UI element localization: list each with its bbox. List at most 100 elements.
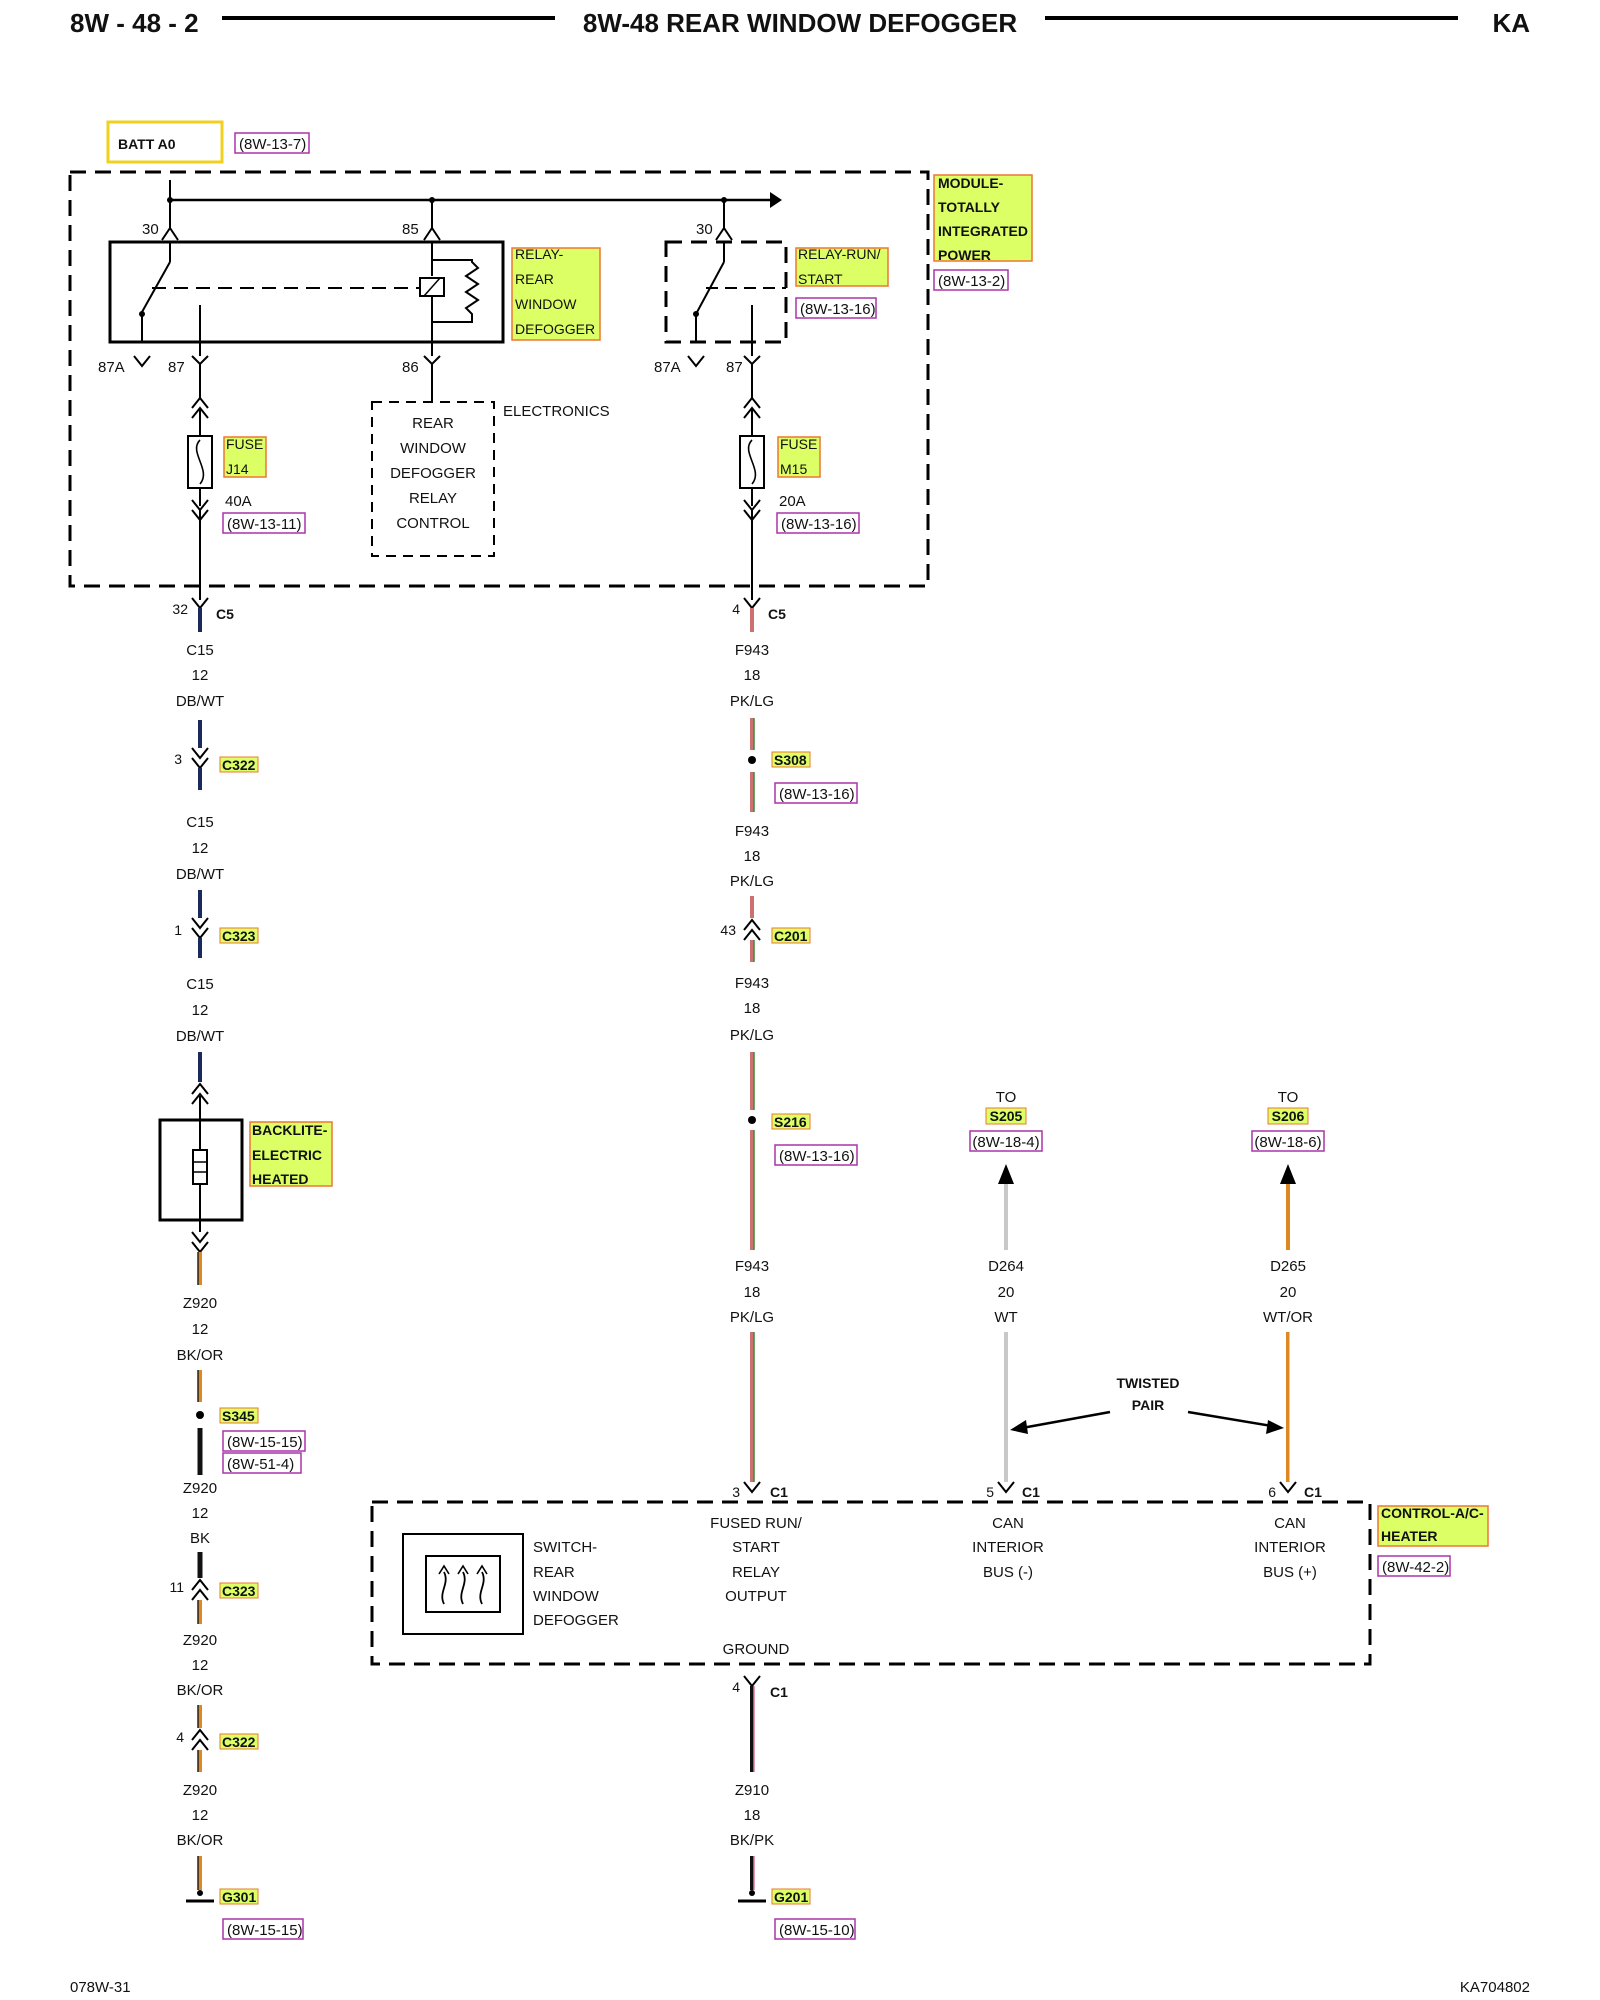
lw1-color: DB/WT xyxy=(176,693,224,710)
defog-pin-86: 86 xyxy=(402,359,419,376)
tipm-name-3: INTEGRATED xyxy=(938,223,1028,239)
s216-splice xyxy=(748,1116,756,1124)
s345-ref-1[interactable]: (8W-15-15) xyxy=(227,1434,303,1451)
s308-conn: S308 xyxy=(774,752,807,768)
hvac-ref-box[interactable] xyxy=(1377,1555,1451,1577)
c322b-bg xyxy=(219,1733,259,1750)
ground-label: GROUND xyxy=(723,1641,790,1658)
s206-bg xyxy=(1267,1107,1309,1125)
footer-left: 078W-31 xyxy=(70,1979,131,1996)
can-plus-wire-gauge: 20 xyxy=(1280,1284,1297,1301)
g301-ref-box[interactable] xyxy=(222,1918,304,1940)
s205-ref-box[interactable] xyxy=(969,1130,1043,1152)
switch-line-3: WINDOW xyxy=(533,1588,600,1605)
rs-87a-chevron xyxy=(687,355,705,368)
c322a-pin: 3 xyxy=(174,751,182,767)
c322a-chevrons xyxy=(191,747,209,770)
switch-line-4: DEFOGGER xyxy=(533,1612,619,1629)
can-plus-desc-2: INTERIOR xyxy=(1254,1539,1326,1556)
lw7-id: Z920 xyxy=(183,1782,217,1799)
rs-ref[interactable]: (8W-13-16) xyxy=(800,301,876,318)
s345-ref2-box[interactable] xyxy=(222,1452,302,1474)
can-plus-ref[interactable]: (8W-18-6) xyxy=(1254,1134,1321,1151)
s205-bg xyxy=(985,1107,1027,1125)
lw4-color: BK/OR xyxy=(177,1347,224,1364)
defog-wave-1 xyxy=(441,1571,447,1605)
lw2-color: DB/WT xyxy=(176,866,224,883)
can-minus-ref[interactable]: (8W-18-4) xyxy=(972,1134,1039,1151)
c1-conn3: C1 xyxy=(770,1484,788,1500)
elec-line-2: WINDOW xyxy=(400,440,467,457)
electronics-box xyxy=(371,401,495,557)
hvac-label-bg xyxy=(1377,1505,1489,1547)
s345-ref-2[interactable]: (8W-51-4) xyxy=(227,1456,294,1473)
can-minus-arrow-icon xyxy=(998,1164,1014,1184)
hvac-ref[interactable]: (8W-42-2) xyxy=(1382,1559,1449,1576)
defog-pin-30: 30 xyxy=(142,221,159,238)
tipm-ref[interactable]: (8W-13-2) xyxy=(938,273,1005,290)
rs-pin-30-chevron xyxy=(715,226,733,241)
lw3-color: DB/WT xyxy=(176,1028,224,1045)
can-plus-to: TO xyxy=(1278,1089,1299,1106)
s216-ref[interactable]: (8W-13-16) xyxy=(779,1148,855,1165)
c5-left-pin: 32 xyxy=(172,601,188,617)
c201-conn: C201 xyxy=(774,928,808,944)
lw2-id: C15 xyxy=(186,814,214,831)
s308-ref-box[interactable] xyxy=(774,782,858,804)
m15-ref[interactable]: (8W-13-16) xyxy=(781,516,857,533)
page-title: 8W-48 REAR WINDOW DEFOGGER xyxy=(583,8,1017,38)
backlite-heater-icon xyxy=(192,1149,208,1185)
m15-ref-box[interactable] xyxy=(776,512,860,534)
twisted-arrow-right xyxy=(1187,1410,1273,1428)
bus-arrow xyxy=(770,192,782,208)
batt-ref-box[interactable] xyxy=(234,132,310,154)
g301-conn: G301 xyxy=(222,1889,256,1905)
g301-ref[interactable]: (8W-15-15) xyxy=(227,1922,303,1939)
lw5-gauge: 12 xyxy=(192,1505,209,1522)
c323b-bg xyxy=(219,1582,259,1599)
rs-name-2: START xyxy=(798,271,843,287)
g201-bg xyxy=(771,1888,811,1905)
m15-label-bg xyxy=(777,436,821,478)
can-minus-to: TO xyxy=(996,1089,1017,1106)
elec-line-4: RELAY xyxy=(409,490,457,507)
pin-86-chevron xyxy=(423,355,441,366)
g301-bg xyxy=(219,1888,259,1905)
can-plus-wire-id: D265 xyxy=(1270,1258,1306,1275)
mw5-id: Z910 xyxy=(735,1782,769,1799)
lw5-id: Z920 xyxy=(183,1480,217,1497)
defog-switch-box[interactable] xyxy=(402,1533,524,1635)
c201-bg xyxy=(771,927,811,944)
rs-ref-box[interactable] xyxy=(795,297,877,319)
c201-chevrons xyxy=(743,918,761,941)
j14-ref-box[interactable] xyxy=(222,512,306,534)
fused-line-2: START xyxy=(732,1539,780,1556)
pin-87-chevron xyxy=(191,355,209,366)
switch-line-2: REAR xyxy=(533,1564,575,1581)
c322b-conn: C322 xyxy=(222,1734,256,1750)
g201-ref-box[interactable] xyxy=(774,1918,856,1940)
s308-splice xyxy=(748,756,756,764)
can-minus-conn: C1 xyxy=(1022,1484,1040,1500)
batt-ref[interactable]: (8W-13-7) xyxy=(239,136,306,153)
coil-slash xyxy=(423,277,441,297)
lw3-gauge: 12 xyxy=(192,1002,209,1019)
mw2-gauge: 18 xyxy=(744,848,761,865)
s345-ref1-box[interactable] xyxy=(222,1430,306,1452)
pin-85-chevron xyxy=(423,226,441,241)
g201-conn: G201 xyxy=(774,1889,808,1905)
j14-ref[interactable]: (8W-13-11) xyxy=(227,516,301,533)
defog-name-4: DEFOGGER xyxy=(515,321,595,337)
lw7-gauge: 12 xyxy=(192,1807,209,1824)
tipm-ref-box[interactable] xyxy=(933,269,1009,291)
defog-arrow-3 xyxy=(476,1564,488,1575)
s308-ref[interactable]: (8W-13-16) xyxy=(779,786,855,803)
lw6-color: BK/OR xyxy=(177,1682,224,1699)
c323a-pin: 1 xyxy=(174,922,182,938)
g201-ref[interactable]: (8W-15-10) xyxy=(779,1922,855,1939)
s206-ref-box[interactable] xyxy=(1251,1130,1325,1152)
s216-ref-box[interactable] xyxy=(774,1144,858,1166)
tipm-label-bg xyxy=(933,174,1033,262)
header-code: KA xyxy=(1492,8,1530,38)
switch-line-1: SWITCH- xyxy=(533,1539,597,1556)
